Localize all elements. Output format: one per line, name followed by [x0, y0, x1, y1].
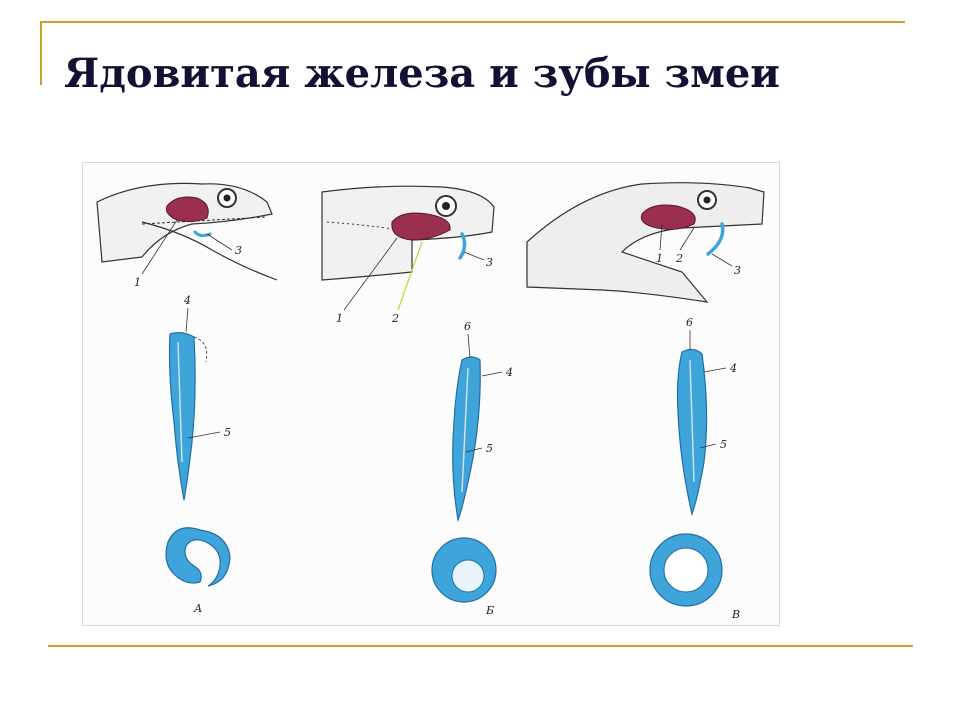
cross-section-c-canal: [664, 548, 708, 592]
cross-section-c-letter: В: [731, 608, 740, 621]
head-middle-label-3: 3: [486, 256, 493, 269]
tooth-b-label-4: 4: [505, 366, 513, 379]
head-left-label-3: 3: [235, 244, 242, 257]
tooth-c-label-6: 6: [686, 316, 693, 329]
venom-gland-left: [166, 197, 208, 222]
cross-section-b-letter: Б: [485, 604, 494, 617]
tooth-b-label-5: 5: [486, 442, 493, 455]
head-middle-label-2: 2: [391, 312, 399, 325]
tooth-c-label-4: 4: [729, 362, 737, 375]
head-middle-label-1: 1: [336, 312, 343, 325]
head-left-label-1: 1: [134, 276, 141, 289]
tooth-a-label-5: 5: [224, 426, 231, 439]
cross-section-b-canal: [452, 560, 484, 592]
accent-line-bottom: [48, 645, 913, 647]
head-right-label-1: 1: [656, 252, 663, 265]
figure-svg: 1 3 1 2 3 1 2: [82, 162, 780, 626]
accent-line-top: [40, 21, 905, 23]
head-right-label-3: 3: [734, 264, 741, 277]
accent-line-left: [40, 21, 42, 85]
tooth-a-label-4: 4: [183, 294, 191, 307]
head-right-label-2: 2: [675, 252, 683, 265]
slide-title: Ядовитая железа и зубы змеи: [64, 44, 884, 104]
pupil-middle: [442, 202, 450, 210]
tooth-c-label-5: 5: [720, 438, 727, 451]
pupil-right: [704, 197, 711, 204]
pupil-left: [224, 195, 231, 202]
cross-section-a-letter: А: [193, 602, 202, 615]
tooth-b-label-6: 6: [464, 320, 471, 333]
snake-venom-figure: 1 3 1 2 3 1 2: [82, 162, 780, 626]
